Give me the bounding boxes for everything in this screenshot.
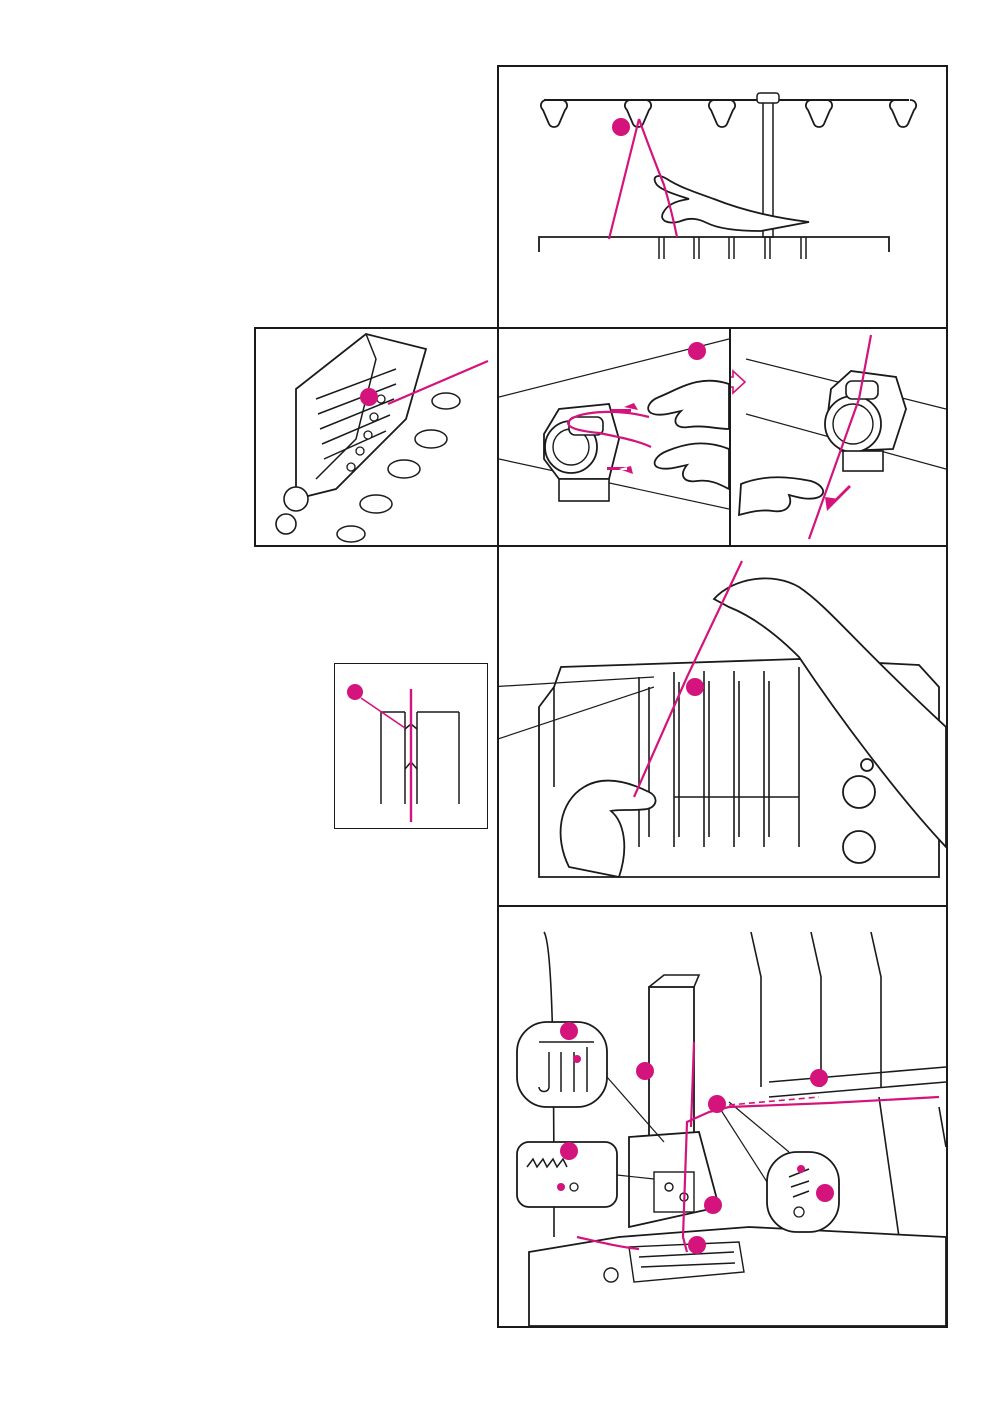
callout-detail-b [517, 1142, 617, 1207]
step-marker-dot [688, 1236, 706, 1254]
step-marker-dot [686, 678, 704, 696]
step-marker-dot [708, 1095, 726, 1113]
callout-detail-a [517, 1022, 607, 1107]
step-marker-dot [810, 1069, 828, 1087]
step-marker-dot [816, 1184, 834, 1202]
tension-disc-release-illustration [731, 329, 946, 545]
thread-guide-overview-illustration [256, 329, 497, 545]
panel-thread-guide-overview [254, 327, 499, 547]
panel-tension-disc-insert [497, 327, 731, 547]
step-marker-dot [704, 1196, 722, 1214]
needle-area-threading-illustration [499, 907, 946, 1326]
tension-disc-insert-illustration [499, 329, 729, 545]
panel-tension-slot-threading [497, 545, 948, 907]
panel-needle-area-threading [497, 905, 948, 1328]
step-marker-dot [560, 1142, 578, 1160]
step-marker-dot [347, 684, 363, 700]
solid-arrow-icon [825, 485, 851, 511]
panel-thread-stand [497, 65, 948, 330]
thread-guide-loop-icon [541, 100, 916, 127]
tension-slot-threading-illustration [499, 547, 946, 905]
hollow-arrow-right-icon [731, 371, 745, 393]
callout-detail-c [767, 1152, 839, 1232]
thread-stand-illustration [499, 67, 946, 328]
tension-slot-detail-illustration [335, 664, 486, 827]
step-marker-dot [612, 118, 630, 136]
panel-tension-slot-detail [334, 663, 488, 829]
step-marker-dot [360, 388, 378, 406]
panel-tension-disc-release [729, 327, 948, 547]
step-marker-dot [636, 1062, 654, 1080]
step-marker-dot [560, 1022, 578, 1040]
step-marker-dot [688, 342, 706, 360]
